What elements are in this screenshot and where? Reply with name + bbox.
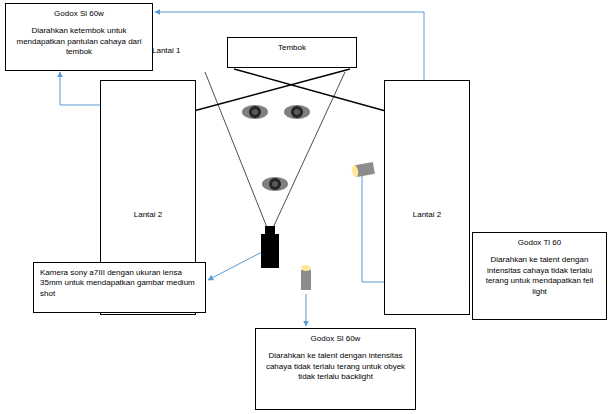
talent bbox=[284, 105, 310, 119]
box-text: Kamera sony a7III dengan ukuran lensa 35… bbox=[40, 268, 199, 299]
talent bbox=[262, 177, 288, 191]
box-text: Lantai 2 bbox=[391, 210, 463, 220]
area-label: Lantai 1 bbox=[152, 46, 180, 55]
box-text: Diarahkan ke talent dengan intensitas ca… bbox=[479, 255, 600, 297]
wall-box: Tembok bbox=[227, 37, 357, 68]
callout-box: Godox Sl 60wDiarahkan ketembok untuk men… bbox=[5, 3, 153, 71]
tube-light bbox=[351, 162, 375, 178]
studio-light bbox=[301, 265, 311, 290]
light-beam bbox=[160, 69, 418, 120]
box-text: Diarahkan ke talent dengan intensitas ca… bbox=[262, 351, 409, 382]
box-text: Diarahkan ketembok untuk mendapatkan pan… bbox=[12, 26, 146, 57]
box-text: Tembok bbox=[234, 43, 350, 53]
device-name: Godox Tl 60 bbox=[479, 238, 600, 248]
device-name: Godox Sl 60w bbox=[262, 334, 409, 344]
talent bbox=[242, 105, 268, 119]
box-text: Lantai 2 bbox=[107, 210, 189, 220]
callout-box: Godox Sl 60wDiarahkan ke talent dengan i… bbox=[255, 328, 416, 410]
callout-box: Godox Tl 60 Diarahkan ke talent dengan in… bbox=[472, 232, 607, 320]
device-name: Godox Sl 60w bbox=[12, 9, 146, 19]
callout-box: Kamera sony a7III dengan ukuran lensa 35… bbox=[33, 262, 206, 313]
camera-view bbox=[205, 72, 345, 230]
floor-area: Lantai 2 bbox=[384, 80, 470, 315]
camera bbox=[261, 226, 279, 268]
